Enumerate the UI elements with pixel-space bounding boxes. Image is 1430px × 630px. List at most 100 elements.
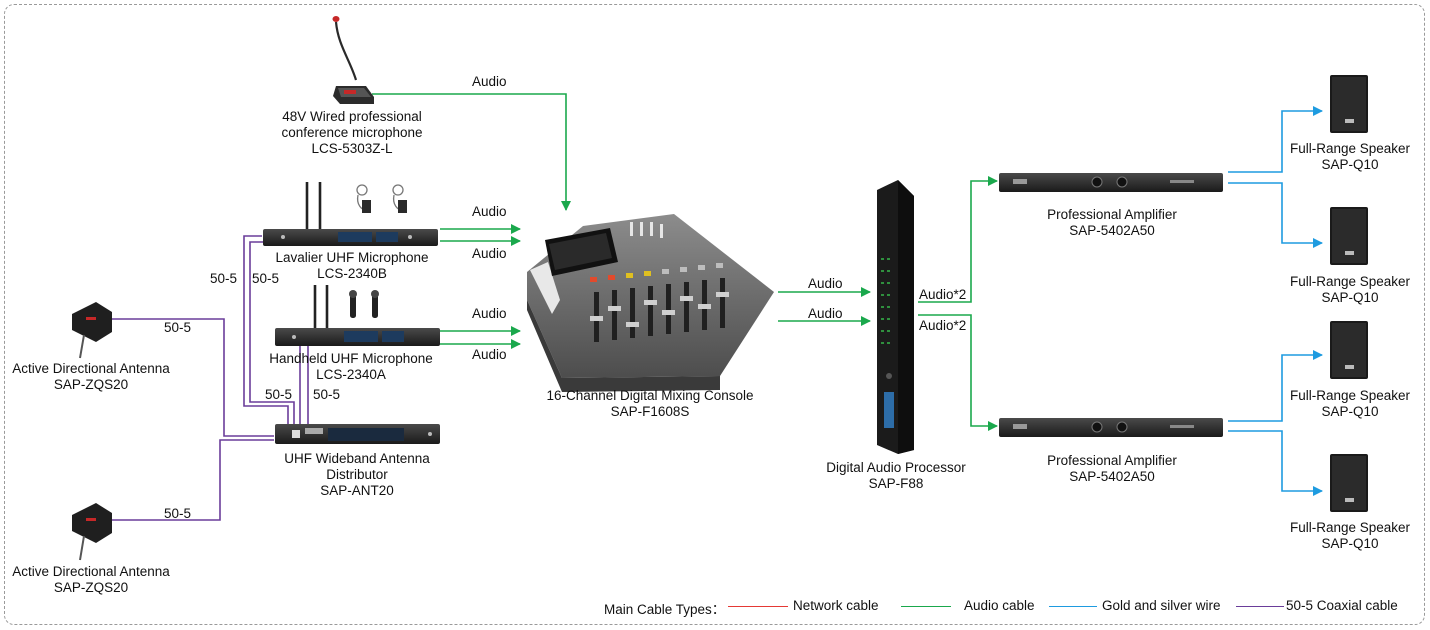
lavalier-mic-headsets-icon bbox=[356, 184, 407, 213]
amplifier-bottom-icon bbox=[999, 418, 1223, 437]
signal-label-coax-handheld-a: 50-5 bbox=[265, 387, 293, 402]
amplifier-top-icon bbox=[999, 173, 1223, 192]
speaker-1-label-line-1: Full-Range Speaker bbox=[1289, 141, 1411, 156]
conference-mic-label-line-1: 48V Wired professional bbox=[282, 109, 422, 124]
amp-top-label: Professional Amplifier SAP-5402A50 bbox=[1047, 207, 1177, 239]
speaker-3-label: Full-Range Speaker SAP-Q10 bbox=[1290, 388, 1410, 420]
wire-amp-bottom-to-speaker-3 bbox=[1228, 350, 1323, 422]
lavalier-label-model: LCS-2340B bbox=[317, 266, 387, 281]
signal-label-audio-lavalier-2: Audio bbox=[472, 246, 507, 261]
signal-label-coax-handheld-b: 50-5 bbox=[313, 387, 341, 402]
signal-label-coax-antenna-top: 50-5 bbox=[164, 320, 192, 335]
handheld-label-line-1: Handheld UHF Microphone bbox=[269, 351, 433, 366]
conference-mic-icon bbox=[332, 16, 374, 104]
legend-label-network: Network cable bbox=[793, 598, 879, 613]
distributor-label-line-1: UHF Wideband Antenna bbox=[284, 451, 430, 466]
speaker-2-label: Full-Range Speaker SAP-Q10 bbox=[1290, 274, 1410, 306]
distributor-label-model: SAP-ANT20 bbox=[320, 483, 394, 498]
coax-lavalier-b bbox=[249, 241, 295, 430]
speaker-3-label-model: SAP-Q10 bbox=[1321, 404, 1379, 419]
signal-label-coax-antenna-bottom: 50-5 bbox=[164, 506, 192, 521]
amp-bottom-label: Professional Amplifier SAP-5402A50 bbox=[1047, 453, 1177, 485]
legend-title: Main Cable Types： bbox=[604, 602, 726, 617]
signal-label-audio-x2-top: Audio*2 bbox=[919, 287, 967, 302]
handheld-label-model: LCS-2340A bbox=[316, 367, 386, 382]
conference-mic-label-model: LCS-5303Z-L bbox=[311, 141, 393, 156]
wire-amp-top-to-speaker-2 bbox=[1228, 182, 1323, 248]
legend-line-audio bbox=[901, 606, 951, 607]
antenna-top-label-model: SAP-ZQS20 bbox=[53, 377, 129, 392]
signal-label-audio-handheld-1: Audio bbox=[472, 306, 507, 321]
speaker-1-label: Full-Range Speaker SAP-Q10 bbox=[1290, 141, 1410, 173]
audio-processor-icon bbox=[877, 180, 914, 454]
audio-cables bbox=[372, 93, 998, 431]
lavalier-label: Lavalier UHF Microphone LCS-2340B bbox=[275, 250, 428, 282]
cable-conference-to-mixer bbox=[372, 93, 571, 211]
speaker-4-icon bbox=[1330, 454, 1368, 512]
distributor-label-line-2: Distributor bbox=[326, 467, 388, 482]
antenna-bottom-label-line-1: Active Directional Antenna bbox=[12, 564, 170, 579]
speaker-4-label: Full-Range Speaker SAP-Q10 bbox=[1290, 520, 1410, 552]
processor-label-model: SAP-F88 bbox=[868, 476, 924, 491]
coax-antenna-bottom bbox=[112, 439, 274, 521]
speaker-3-icon bbox=[1330, 321, 1368, 379]
amp-top-label-model: SAP-5402A50 bbox=[1069, 223, 1155, 238]
handheld-mics-icon bbox=[349, 290, 379, 318]
antenna-bottom-label: Active Directional Antenna SAP-ZQS20 bbox=[12, 564, 170, 596]
amp-top-label-line-1: Professional Amplifier bbox=[1047, 207, 1177, 222]
legend-label-audio: Audio cable bbox=[964, 598, 1035, 613]
amp-bottom-label-line-1: Professional Amplifier bbox=[1047, 453, 1177, 468]
antenna-bottom-label-model: SAP-ZQS20 bbox=[53, 580, 129, 595]
cable-processor-to-amp-top bbox=[918, 176, 998, 303]
diagram-frame bbox=[4, 4, 1425, 625]
coax-antenna-top bbox=[112, 318, 274, 437]
speaker-2-label-line-1: Full-Range Speaker bbox=[1289, 274, 1411, 289]
mixer-label: 16-Channel Digital Mixing Console SAP-F1… bbox=[546, 388, 753, 420]
coax-lavalier-a bbox=[243, 235, 289, 430]
legend-line-gold-silver bbox=[1049, 606, 1097, 607]
mixing-console-icon bbox=[527, 214, 774, 392]
signal-label-audio-conference: Audio bbox=[472, 74, 507, 89]
distributor-label: UHF Wideband Antenna Distributor SAP-ANT… bbox=[284, 451, 430, 499]
signal-label-audio-handheld-2: Audio bbox=[472, 347, 507, 362]
speaker-4-label-line-1: Full-Range Speaker bbox=[1289, 520, 1411, 535]
legend-label-gold-silver: Gold and silver wire bbox=[1102, 598, 1221, 613]
handheld-label: Handheld UHF Microphone LCS-2340A bbox=[269, 351, 433, 383]
signal-label-audio-lavalier-1: Audio bbox=[472, 204, 507, 219]
mixer-label-line-1: 16-Channel Digital Mixing Console bbox=[546, 388, 754, 403]
signal-label-audio-mixer-2: Audio bbox=[808, 306, 843, 321]
speaker-3-label-line-1: Full-Range Speaker bbox=[1289, 388, 1411, 403]
amp-bottom-label-model: SAP-5402A50 bbox=[1069, 469, 1155, 484]
conference-mic-label-line-2: conference microphone bbox=[281, 125, 423, 140]
conference-mic-label: 48V Wired professional conference microp… bbox=[281, 109, 422, 157]
cable-processor-to-amp-bottom bbox=[918, 314, 998, 431]
antenna-top-label-line-1: Active Directional Antenna bbox=[12, 361, 170, 376]
legend-label-coax: 50-5 Coaxial cable bbox=[1286, 598, 1398, 613]
wire-amp-top-to-speaker-1 bbox=[1228, 106, 1323, 173]
directional-antenna-top-icon bbox=[72, 302, 112, 359]
speaker-4-label-model: SAP-Q10 bbox=[1321, 536, 1379, 551]
signal-label-coax-lavalier-b: 50-5 bbox=[252, 271, 280, 286]
wire-amp-bottom-to-speaker-4 bbox=[1228, 430, 1323, 496]
mixer-label-model: SAP-F1608S bbox=[610, 404, 690, 419]
lavalier-label-line-1: Lavalier UHF Microphone bbox=[275, 250, 429, 265]
directional-antenna-bottom-icon bbox=[72, 503, 112, 561]
coax-cables bbox=[112, 235, 309, 521]
lavalier-receiver-icon bbox=[263, 182, 438, 246]
signal-label-coax-lavalier-a: 50-5 bbox=[210, 271, 238, 286]
antenna-distributor-icon bbox=[275, 424, 440, 444]
handheld-receiver-icon bbox=[275, 285, 440, 346]
speaker-2-label-model: SAP-Q10 bbox=[1321, 290, 1379, 305]
processor-label: Digital Audio Processor SAP-F88 bbox=[826, 460, 966, 492]
signal-label-audio-mixer-1: Audio bbox=[808, 276, 843, 291]
legend-line-network bbox=[728, 606, 788, 607]
speaker-2-icon bbox=[1330, 207, 1368, 265]
legend-line-coax bbox=[1236, 606, 1284, 607]
processor-label-line-1: Digital Audio Processor bbox=[826, 460, 966, 475]
speaker-wires bbox=[1228, 106, 1323, 496]
speaker-1-label-model: SAP-Q10 bbox=[1321, 157, 1379, 172]
speaker-1-icon bbox=[1330, 75, 1368, 133]
antenna-top-label: Active Directional Antenna SAP-ZQS20 bbox=[12, 361, 170, 393]
signal-label-audio-x2-bottom: Audio*2 bbox=[919, 318, 967, 333]
